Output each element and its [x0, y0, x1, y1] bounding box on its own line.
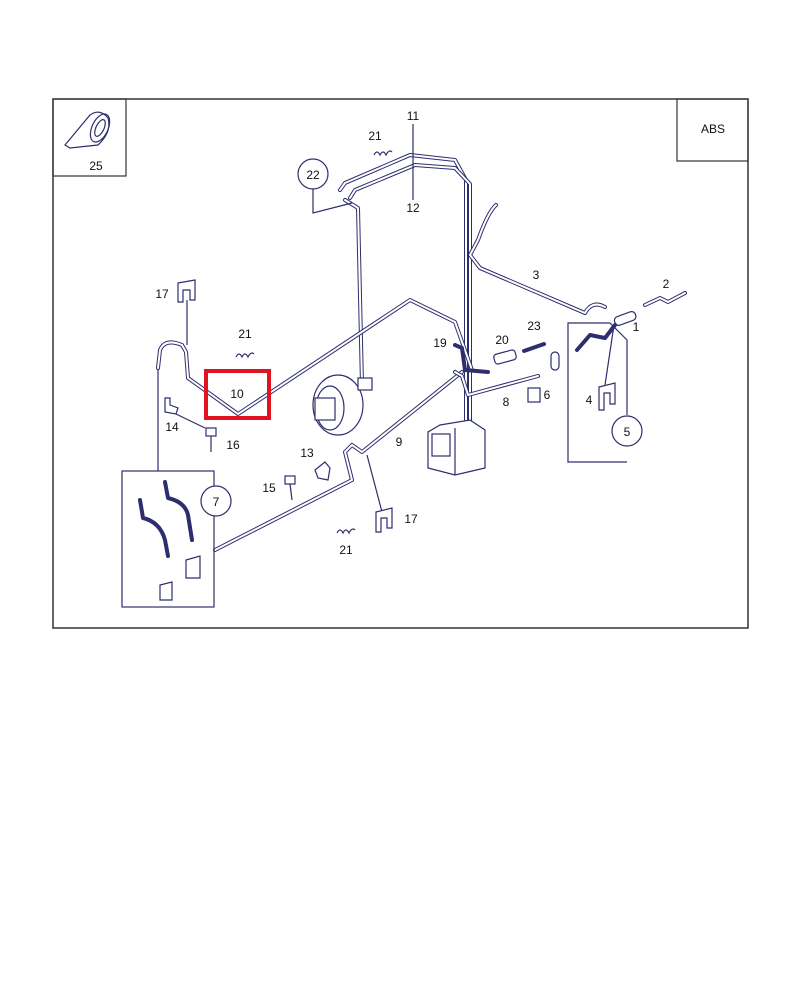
- brake-line-2[interactable]: [643, 291, 687, 307]
- highlight-box: [204, 369, 271, 420]
- part-label-2[interactable]: 2: [663, 277, 670, 291]
- clip-17-icon: [375, 507, 393, 533]
- tape-roll-icon: [64, 111, 111, 149]
- sleeve-20-icon: [493, 349, 517, 365]
- part-label-13[interactable]: 13: [300, 446, 314, 460]
- part-label-5[interactable]: 5: [624, 425, 631, 439]
- part-label-1[interactable]: 1: [633, 320, 640, 334]
- hose-kit-box: [121, 470, 215, 608]
- part-label-9[interactable]: 9: [396, 435, 403, 449]
- part-label-4[interactable]: 4: [586, 393, 593, 407]
- part-label-6[interactable]: 6: [544, 388, 551, 402]
- part-label-21[interactable]: 21: [368, 129, 382, 143]
- part-label-22[interactable]: 22: [306, 168, 320, 182]
- part-label-3[interactable]: 3: [533, 268, 540, 282]
- brake-line-11-12[interactable]: [338, 153, 472, 442]
- part-label-11[interactable]: 11: [407, 109, 420, 123]
- part-label-12[interactable]: 12: [406, 201, 420, 215]
- pin-23-icon: [522, 342, 546, 353]
- part-label-7[interactable]: 7: [213, 495, 220, 509]
- brake-line-10[interactable]: [156, 298, 474, 416]
- clip-21-icon: [235, 352, 255, 359]
- part-label-17[interactable]: 17: [404, 512, 418, 526]
- bracket-13-icon: [314, 461, 331, 481]
- t-connector-1[interactable]: [613, 310, 637, 326]
- brake-hose-icon: [138, 480, 201, 601]
- clip-21-icon: [336, 528, 356, 535]
- part-label-16[interactable]: 16: [226, 438, 240, 452]
- brake-line-19[interactable]: [453, 343, 540, 397]
- bolt-15-icon: [284, 475, 296, 501]
- brake-booster[interactable]: [312, 374, 373, 436]
- clip-17-icon: [177, 279, 196, 303]
- bracket-14-icon: [164, 397, 179, 415]
- diagram-frame: [52, 98, 749, 629]
- part-label-15[interactable]: 15: [262, 481, 276, 495]
- part-label-20[interactable]: 20: [495, 333, 509, 347]
- part-label-8[interactable]: 8: [503, 395, 510, 409]
- part-label-10[interactable]: 10: [230, 387, 244, 401]
- grommet-icon: [550, 351, 560, 371]
- holder-6-icon: [527, 387, 541, 403]
- bolt-16-icon: [205, 427, 217, 452]
- part-label-21[interactable]: 21: [339, 543, 353, 557]
- part-callout-5[interactable]: [611, 415, 643, 447]
- part-label-17[interactable]: 17: [155, 287, 169, 301]
- clip-4-icon: [598, 382, 616, 411]
- part-callout-7[interactable]: [200, 485, 232, 517]
- abs-section-box: [676, 98, 749, 162]
- part-label-14[interactable]: 14: [165, 420, 179, 434]
- brake-line-9[interactable]: [213, 370, 464, 552]
- brake-line-3[interactable]: [468, 203, 607, 315]
- tape-inset-box: [52, 98, 127, 177]
- abs-hydraulic-unit[interactable]: [427, 419, 486, 476]
- part-label-25[interactable]: 25: [89, 159, 103, 173]
- clip-21-icon: [373, 150, 393, 157]
- clip-kit-box: [567, 322, 628, 463]
- part-label-23[interactable]: 23: [527, 319, 541, 333]
- part-label-21[interactable]: 21: [238, 327, 252, 341]
- section-label: ABS: [701, 122, 725, 136]
- part-label-19[interactable]: 19: [433, 336, 447, 350]
